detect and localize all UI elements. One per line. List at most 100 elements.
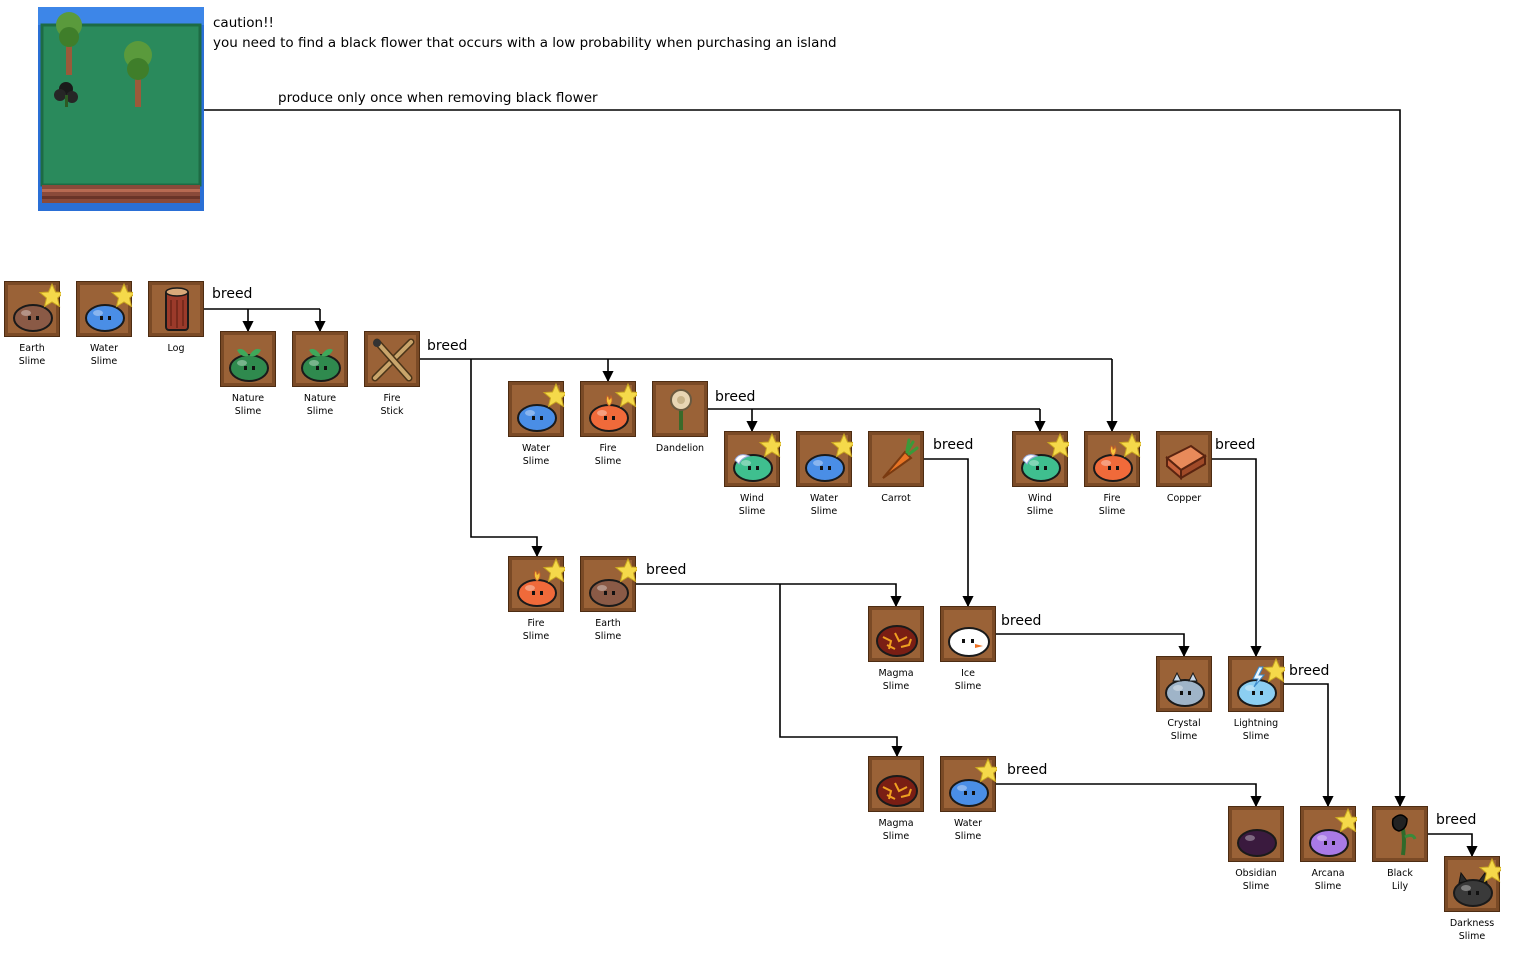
lightning-tile bbox=[1228, 656, 1285, 712]
slime-icon bbox=[805, 432, 853, 482]
crystal-tile bbox=[1156, 656, 1212, 712]
obsidian-slime-icon bbox=[1237, 829, 1277, 857]
connector-line bbox=[1212, 458, 1262, 658]
label-line: Slime bbox=[954, 681, 982, 692]
lightning-slime-icon bbox=[1237, 657, 1285, 707]
caution-title: caution!! bbox=[213, 15, 274, 31]
wind-slime-icon bbox=[733, 432, 781, 482]
label-line: Obsidian bbox=[1235, 868, 1277, 879]
label-line: Slime bbox=[594, 456, 622, 467]
slime-icon bbox=[589, 557, 637, 607]
log-icon bbox=[165, 287, 189, 331]
label-line: Slime bbox=[882, 681, 910, 692]
label-line: Slime bbox=[1314, 881, 1342, 892]
label-line: Slime bbox=[1098, 506, 1126, 517]
slime-icon bbox=[1309, 807, 1357, 857]
water-3-tile bbox=[796, 431, 853, 487]
label-line: Ice bbox=[961, 668, 975, 679]
caution-text: you need to find a black flower that occ… bbox=[213, 35, 837, 51]
label-line: Wind bbox=[740, 493, 764, 504]
label-line: Earth bbox=[19, 343, 45, 354]
slime-icon bbox=[517, 382, 565, 432]
label-line: Magma bbox=[878, 818, 914, 829]
obsidian-tile bbox=[1228, 806, 1284, 862]
fire-3-tile bbox=[508, 556, 565, 612]
wind-slime-icon bbox=[1021, 432, 1069, 482]
label-line: Wind bbox=[1028, 493, 1052, 504]
carrot-icon bbox=[882, 438, 919, 479]
label-line: Darkness bbox=[1449, 918, 1495, 929]
slime-icon bbox=[13, 282, 61, 332]
dandelion-label: Dandelion bbox=[644, 442, 716, 455]
breed-label: breed bbox=[1289, 663, 1330, 679]
label-line: Slime bbox=[90, 356, 118, 367]
label-line: Slime bbox=[522, 631, 550, 642]
crystal-slime-icon bbox=[1165, 671, 1205, 707]
magma-2-tile bbox=[868, 756, 924, 812]
produce-note: produce only once when removing black fl… bbox=[278, 90, 598, 106]
breed-label: breed bbox=[212, 286, 253, 302]
label-line: Carrot bbox=[881, 493, 911, 504]
label-line: Slime bbox=[18, 356, 46, 367]
carrot-label: Carrot bbox=[860, 492, 932, 505]
label-line: Water bbox=[809, 493, 839, 504]
magma-slime-icon bbox=[876, 775, 918, 807]
label-line: Copper bbox=[1166, 493, 1202, 504]
copper-label: Copper bbox=[1148, 492, 1220, 505]
label-line: Log bbox=[167, 343, 185, 354]
label-line: Water bbox=[89, 343, 119, 354]
black-lily-tile bbox=[1372, 806, 1428, 862]
connector-line bbox=[204, 109, 1406, 808]
log-label: Log bbox=[140, 342, 212, 355]
nature-2-tile bbox=[292, 331, 348, 387]
label-line: Arcana bbox=[1311, 868, 1345, 879]
label-line: Slime bbox=[306, 406, 334, 417]
label-line: Slime bbox=[954, 831, 982, 842]
nature-slime-icon bbox=[301, 348, 341, 382]
label-line: Crystal bbox=[1167, 718, 1201, 729]
connector-line bbox=[1428, 833, 1478, 858]
label-line: Dandelion bbox=[655, 443, 705, 454]
breed-label: breed bbox=[715, 389, 756, 405]
fire-slime-icon bbox=[589, 382, 637, 432]
nature-slime-icon bbox=[229, 348, 269, 382]
label-line: Stick bbox=[380, 406, 404, 417]
wind-2-tile bbox=[1012, 431, 1069, 487]
carrot-tile bbox=[868, 431, 924, 487]
connector-line bbox=[779, 584, 903, 758]
dandelion-icon bbox=[670, 389, 692, 430]
label-line: Water bbox=[953, 818, 983, 829]
fire-stick-icon bbox=[371, 338, 415, 382]
label-line: Lily bbox=[1391, 881, 1409, 892]
breed-label: breed bbox=[646, 562, 687, 578]
slime-icon bbox=[85, 282, 133, 332]
connector-line bbox=[996, 783, 1262, 808]
label-line: Slime bbox=[1026, 506, 1054, 517]
label-line: Slime bbox=[1242, 881, 1270, 892]
label-line: Slime bbox=[738, 506, 766, 517]
ice-tile bbox=[940, 606, 996, 662]
copper-icon bbox=[1165, 444, 1207, 481]
label-line: Fire bbox=[599, 443, 617, 454]
label-line: Slime bbox=[1458, 931, 1486, 942]
